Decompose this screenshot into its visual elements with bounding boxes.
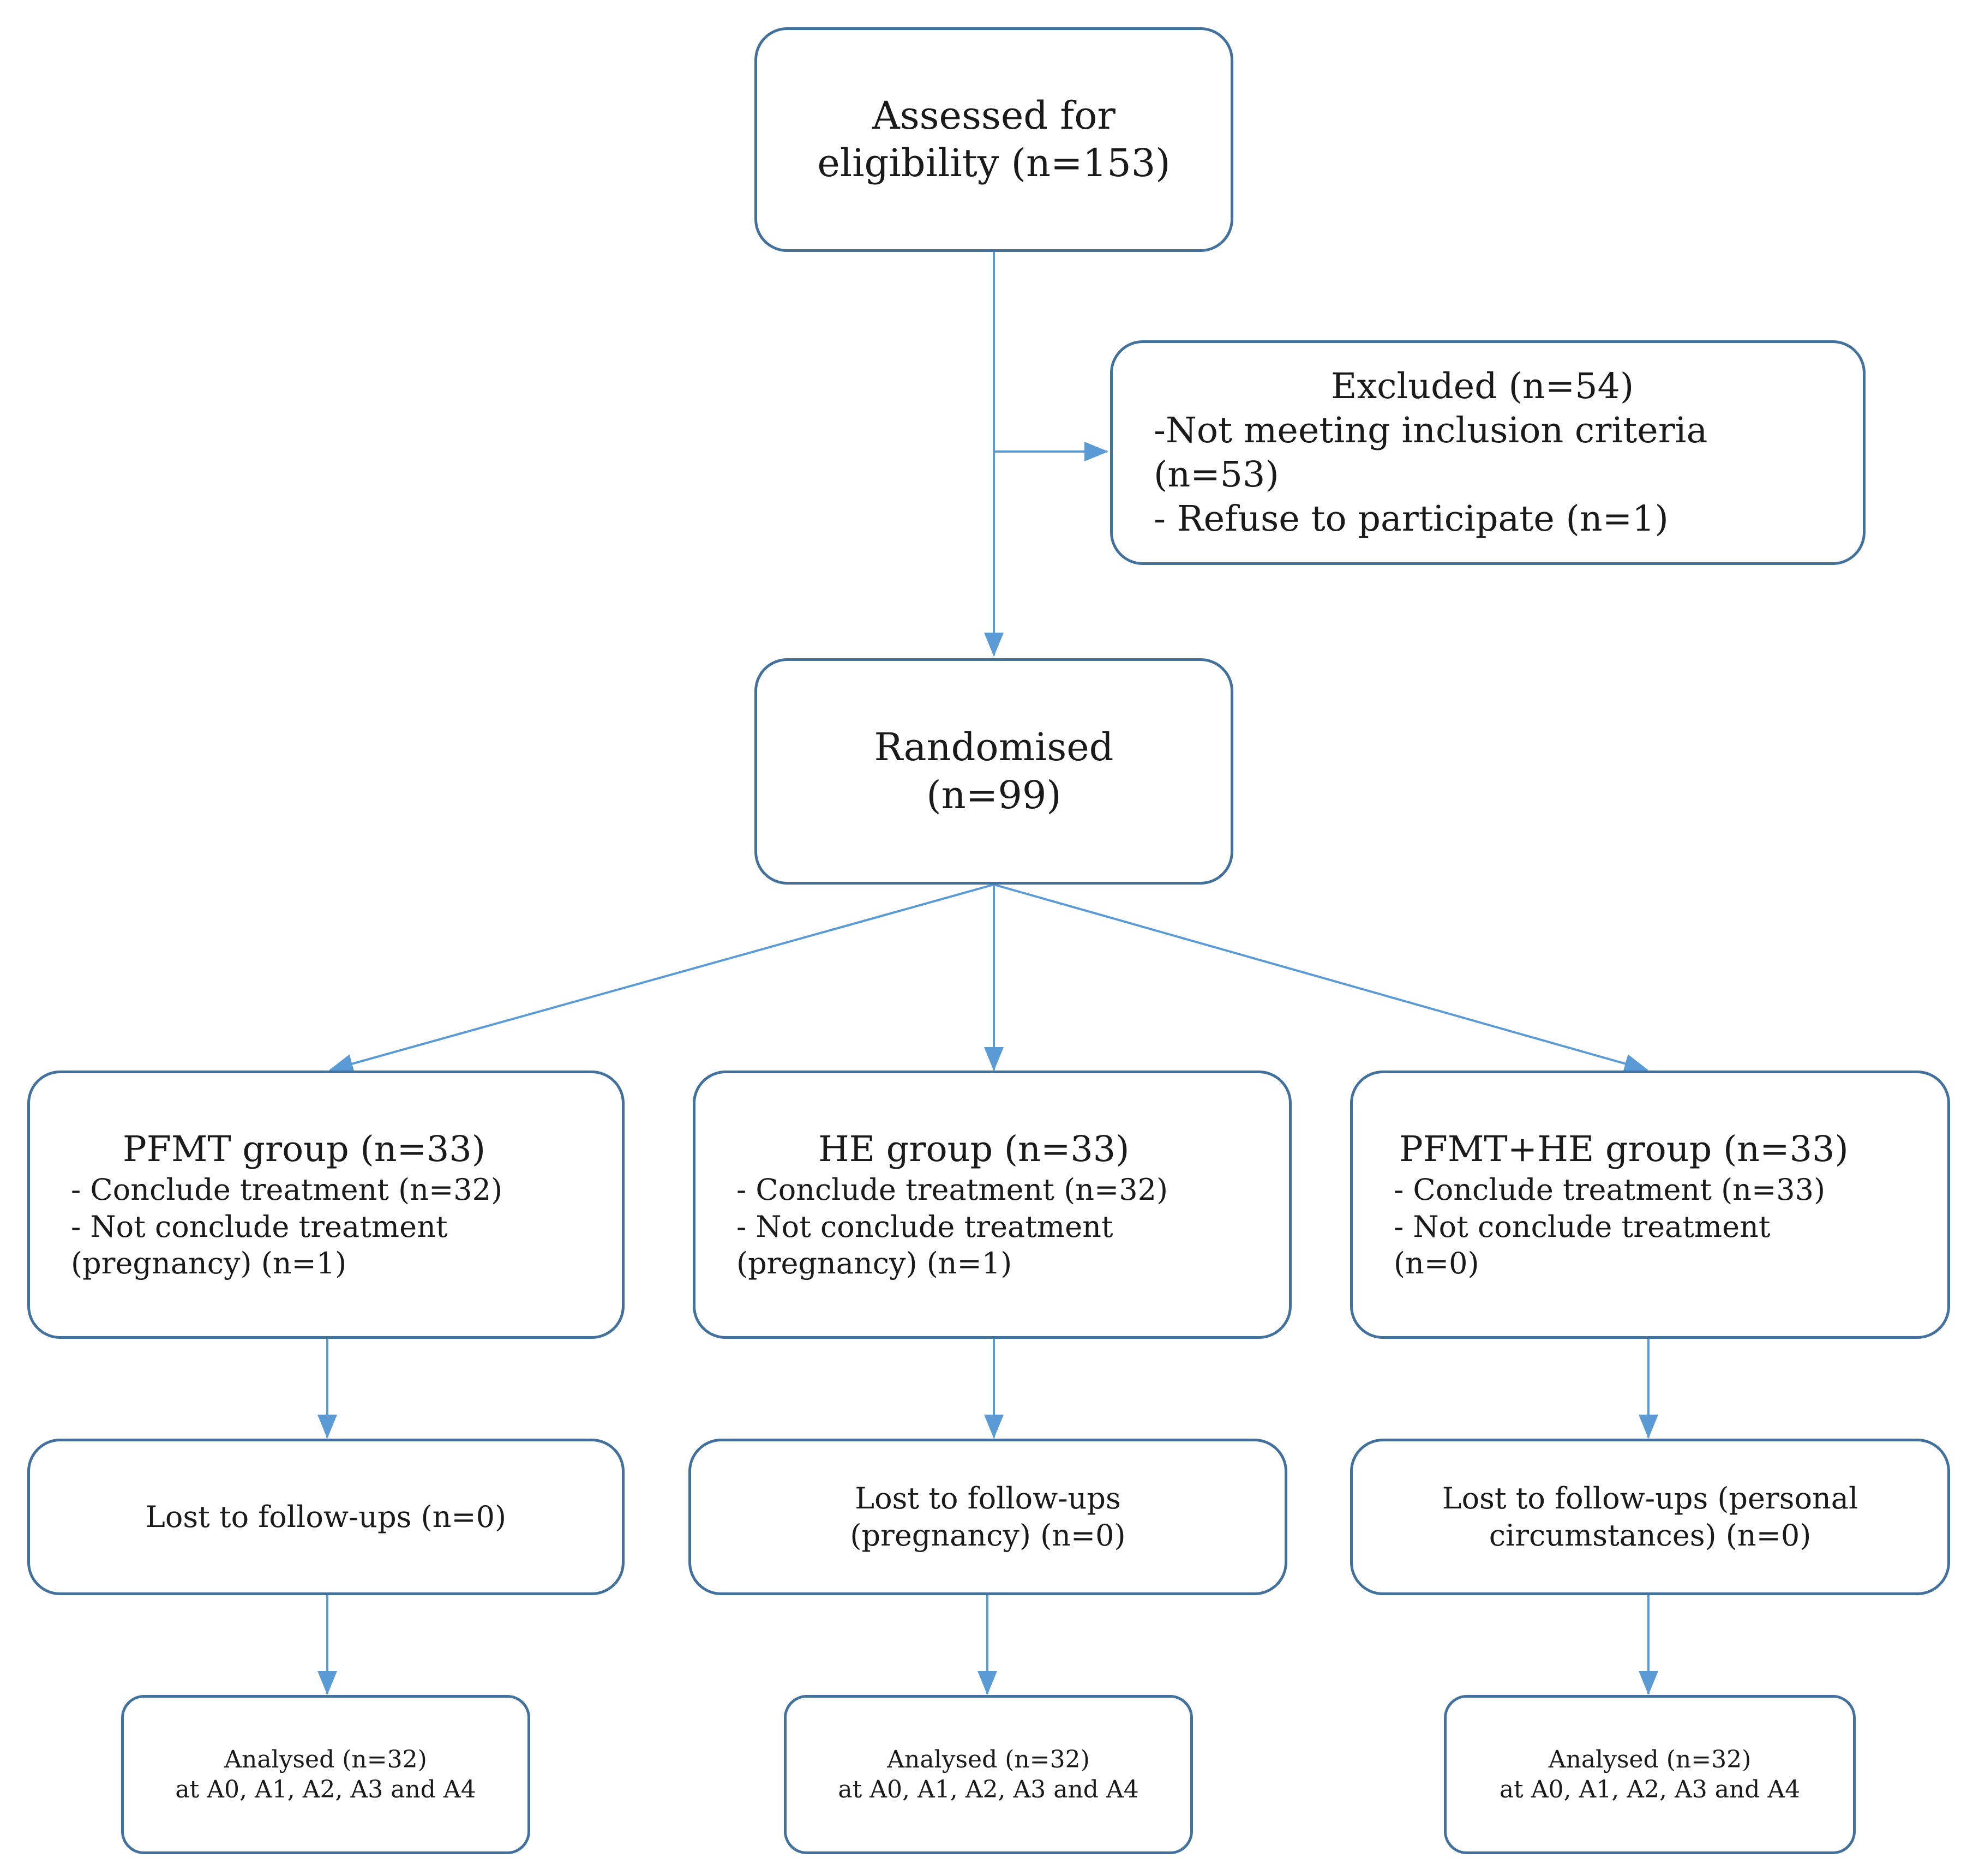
analysed-line-1: Analysed (n=32) [1548,1746,1752,1773]
analysed-line-2: at A0, A1, A2, A3 and A4 [838,1776,1139,1803]
lost-box-pfmt: Lost to follow-ups (n=0) [27,1439,625,1595]
assessed-box: Assessed for eligibility (n=153) [754,27,1233,252]
lost-line-2: (pregnancy) (n=0) [850,1518,1126,1553]
excluded-title: Excluded (n=54) [1331,365,1634,407]
analysed-line-2: at A0, A1, A2, A3 and A4 [175,1776,476,1803]
group-box-pfmt-he: PFMT+HE group (n=33) - Conclude treatmen… [1350,1071,1950,1339]
group-title: PFMT group (n=33) [123,1129,486,1170]
lost-box-pfmt-he: Lost to follow-ups (personal circumstanc… [1350,1439,1950,1595]
group-line-3: (pregnancy) (n=1) [736,1246,1012,1281]
analysed-line-1: Analysed (n=32) [224,1746,427,1773]
group-line-2: - Not conclude treatment [1394,1209,1771,1244]
group-line-2: - Not conclude treatment [736,1209,1113,1244]
analysed-line-1: Analysed (n=32) [887,1746,1090,1773]
excluded-line-2: (n=53) [1154,454,1279,495]
analysed-box-pfmt: Analysed (n=32) at A0, A1, A2, A3 and A4 [121,1695,530,1854]
lost-line-1: Lost to follow-ups [855,1481,1121,1516]
randomised-line-1: Randomised [874,725,1114,769]
randomised-box: Randomised (n=99) [754,658,1233,885]
lost-line-1: Lost to follow-ups (n=0) [145,1499,507,1534]
group-line-3: (n=0) [1394,1246,1479,1281]
group-line-1: - Conclude treatment (n=32) [71,1172,503,1207]
lost-box-he: Lost to follow-ups (pregnancy) (n=0) [688,1439,1287,1595]
group-title: PFMT+HE group (n=33) [1399,1129,1849,1170]
arrow-to-pfmt-he [993,883,1648,1073]
group-line-1: - Conclude treatment (n=33) [1394,1172,1826,1207]
group-title: HE group (n=33) [818,1129,1130,1170]
analysed-box-he: Analysed (n=32) at A0, A1, A2, A3 and A4 [784,1695,1193,1854]
assessed-line-2: eligibility (n=153) [817,141,1171,185]
excluded-box: Excluded (n=54) -Not meeting inclusion c… [1110,340,1866,565]
group-box-he: HE group (n=33) - Conclude treatment (n=… [693,1071,1292,1339]
group-line-3: (pregnancy) (n=1) [71,1246,347,1281]
lost-line-1: Lost to follow-ups (personal [1442,1481,1858,1516]
arrow-to-pfmt [329,883,994,1074]
analysed-box-pfmt-he: Analysed (n=32) at A0, A1, A2, A3 and A4 [1444,1695,1856,1854]
randomised-line-2: (n=99) [926,772,1062,817]
analysed-line-2: at A0, A1, A2, A3 and A4 [1499,1776,1801,1803]
group-line-2: - Not conclude treatment [71,1209,448,1244]
assessed-line-1: Assessed for [872,93,1116,138]
group-box-pfmt: PFMT group (n=33) - Conclude treatment (… [27,1071,625,1339]
excluded-line-1: -Not meeting inclusion criteria [1154,410,1708,451]
lost-line-2: circumstances) (n=0) [1489,1518,1812,1553]
group-line-1: - Conclude treatment (n=32) [736,1172,1168,1207]
excluded-line-3: - Refuse to participate (n=1) [1154,498,1669,540]
